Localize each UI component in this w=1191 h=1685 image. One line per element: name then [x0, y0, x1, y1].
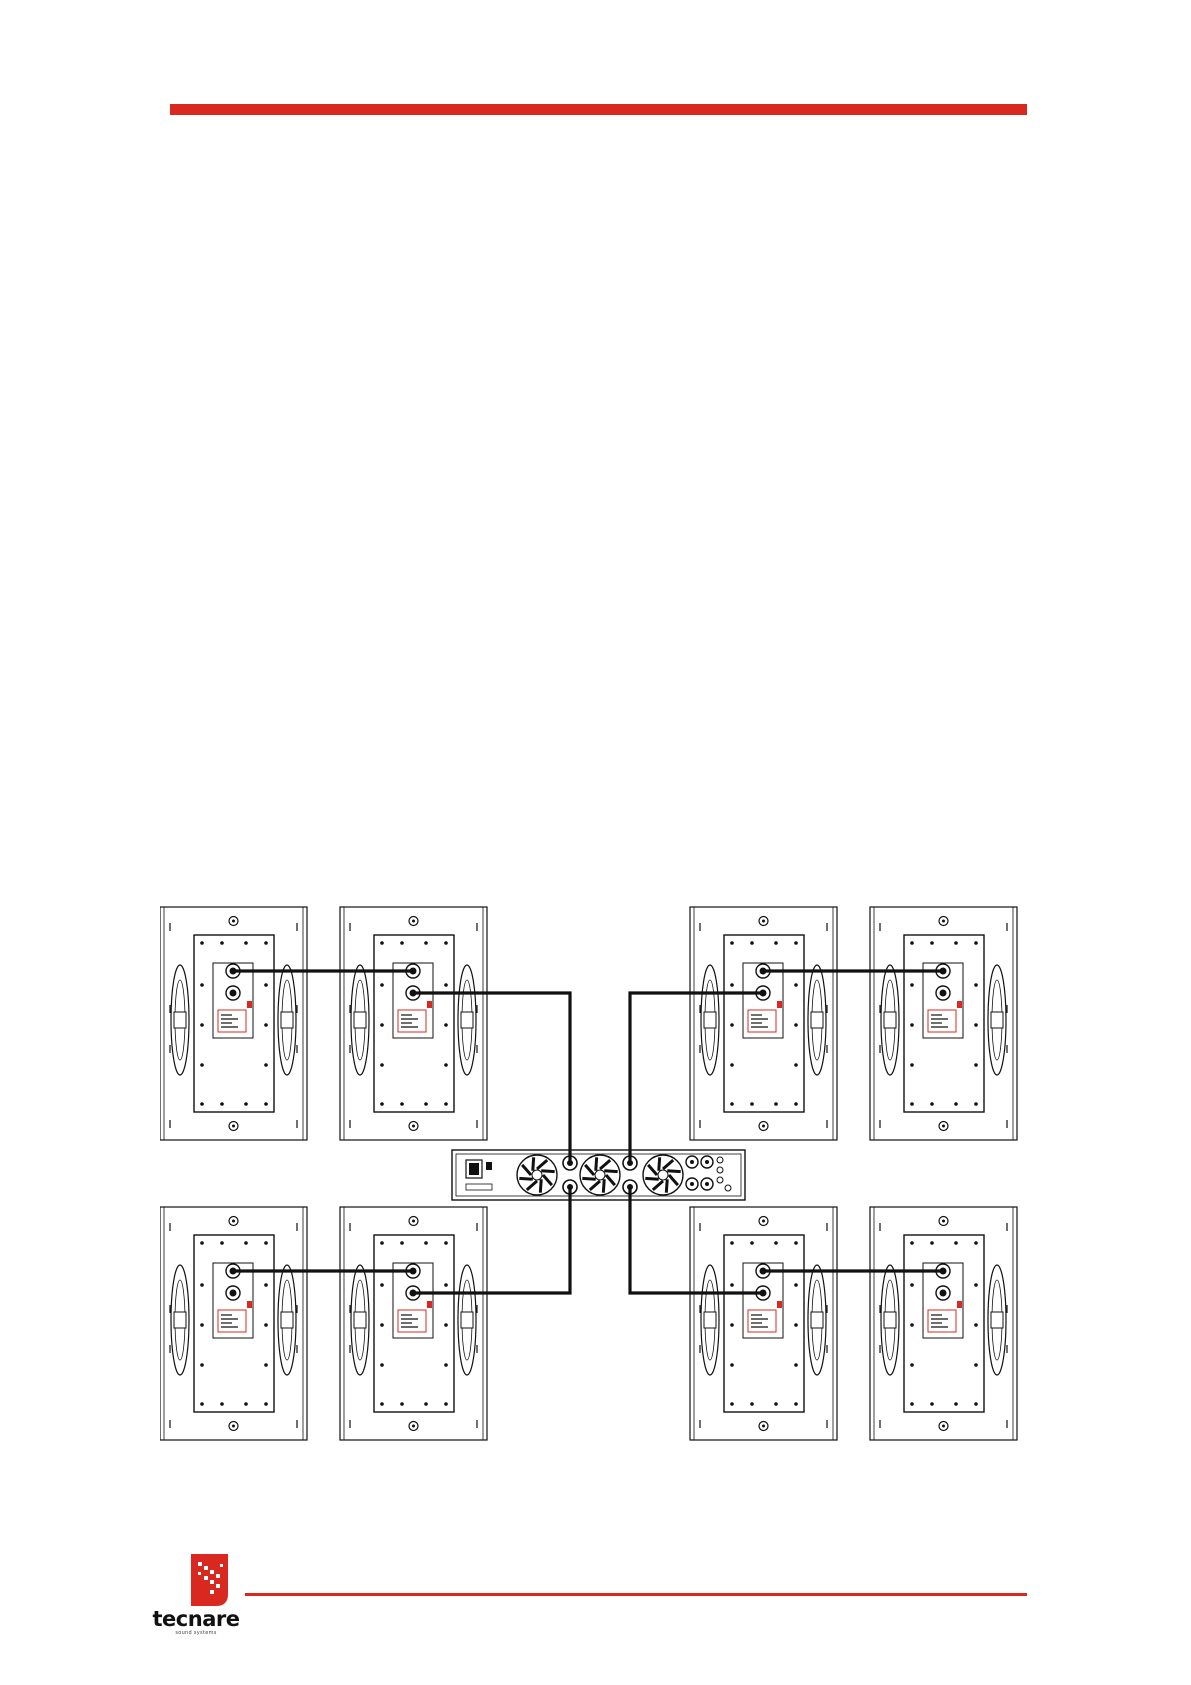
- logo-tagline: sound systems: [146, 1630, 246, 1636]
- wiring-diagram: [160, 905, 1030, 1460]
- logo-wordmark: tecnare: [146, 1608, 246, 1630]
- brand-logo: tecnare sound systems: [146, 1550, 246, 1638]
- cooling-fan-icon: [643, 1155, 683, 1195]
- speakon-jack-icon: [936, 986, 950, 1000]
- speaker-cabinet: [870, 1207, 1017, 1440]
- cooling-fan-icon: [580, 1155, 620, 1195]
- speaker-cabinet: [690, 907, 837, 1140]
- speaker-cabinet: [340, 1207, 487, 1440]
- speaker-cabinet: [340, 907, 487, 1140]
- top-accent-rule: [170, 104, 1027, 115]
- speaker-cabinet: [160, 907, 307, 1140]
- speaker-cabinet: [870, 907, 1017, 1140]
- xlr-input-icon: [701, 1156, 713, 1168]
- speakon-jack-icon: [936, 1286, 950, 1300]
- speakon-jack-icon: [226, 1286, 240, 1300]
- speaker-cabinet: [690, 1207, 837, 1440]
- speakon-jack-icon: [226, 986, 240, 1000]
- tecnare-logo-mark-icon: [146, 1550, 246, 1610]
- xlr-input-icon: [701, 1178, 713, 1190]
- speaker-cabinet: [160, 1207, 307, 1440]
- cooling-fan-icon: [517, 1155, 557, 1195]
- xlr-input-icon: [686, 1178, 698, 1190]
- bottom-accent-rule: [245, 1593, 1027, 1596]
- xlr-input-icon: [686, 1156, 698, 1168]
- amplifier-rear-panel: [452, 1150, 745, 1200]
